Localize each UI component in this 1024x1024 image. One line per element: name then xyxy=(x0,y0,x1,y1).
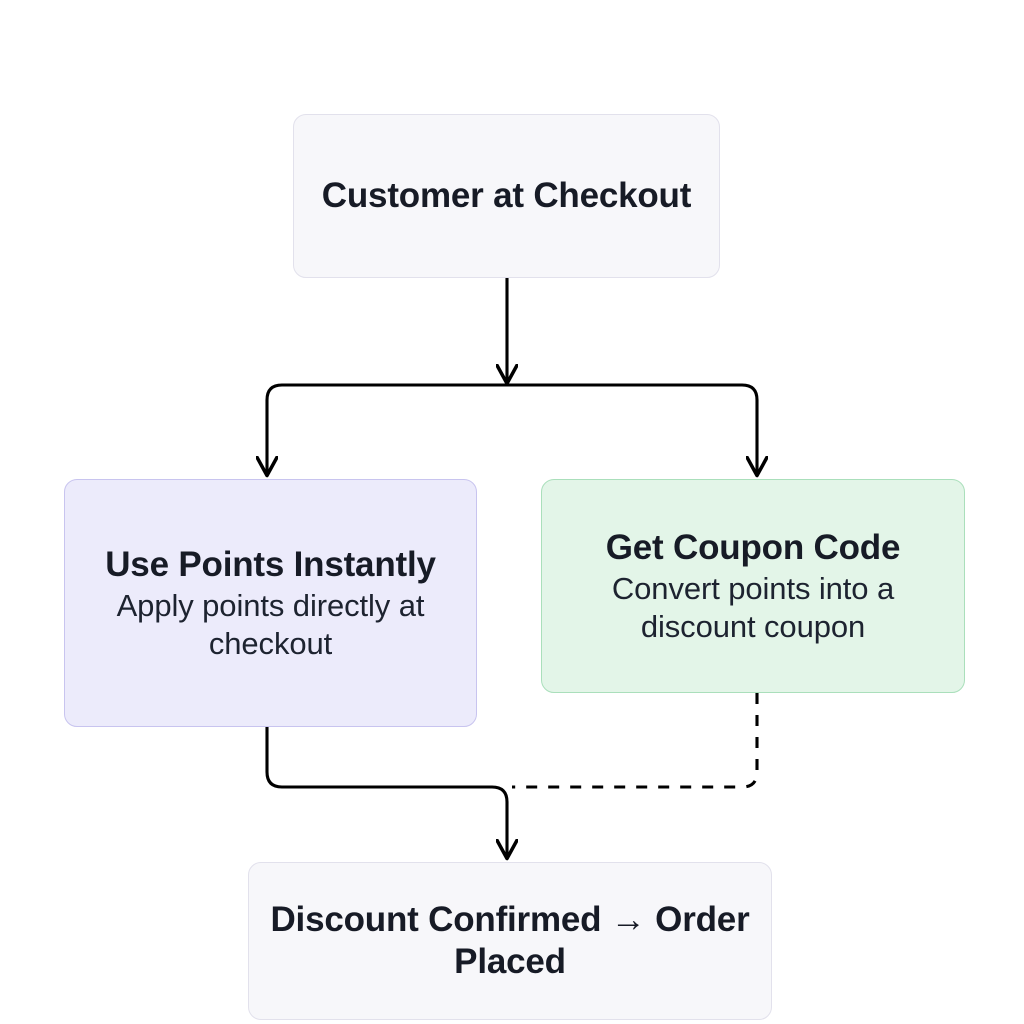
edge-points-to-confirm xyxy=(265,727,507,857)
node-customer-at-checkout[interactable]: Customer at Checkout xyxy=(293,114,720,278)
node-use-points-instantly[interactable]: Use Points Instantly Apply points direct… xyxy=(64,479,477,727)
edge-fork-to-coupon xyxy=(507,383,757,474)
edge-coupon-to-confirm xyxy=(512,693,759,789)
node-title: Discount Confirmed → Order Placed xyxy=(270,900,750,981)
node-title: Get Coupon Code xyxy=(605,527,901,567)
node-subtitle: Convert points into a discount coupon xyxy=(611,570,895,644)
node-subtitle: Apply points directly at checkout xyxy=(116,587,425,661)
node-get-coupon-code[interactable]: Get Coupon Code Convert points into a di… xyxy=(541,479,965,693)
node-title: Use Points Instantly xyxy=(105,544,436,584)
node-title: Customer at Checkout xyxy=(321,176,692,215)
node-discount-confirmed-order-placed[interactable]: Discount Confirmed → Order Placed xyxy=(248,862,772,1020)
edge-fork-to-points xyxy=(267,383,507,474)
